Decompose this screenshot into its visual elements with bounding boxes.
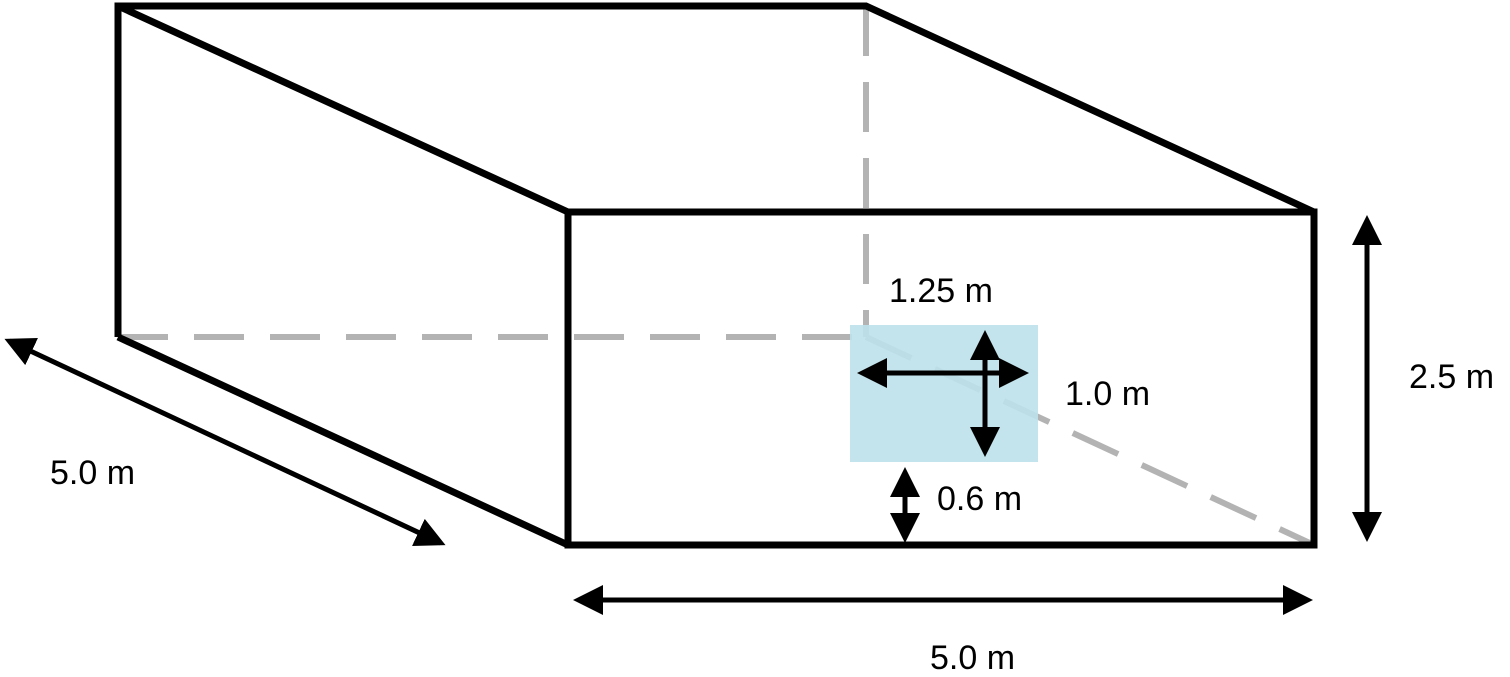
- edge-top-left: [116, 2, 570, 216]
- front-face: [564, 208, 1318, 549]
- visible-edges: [114, 2, 1318, 549]
- edge-back-top: [114, 2, 1316, 337]
- room-width-label: 5.0 m: [930, 639, 1016, 677]
- edge-bottom-left: [116, 333, 570, 549]
- window-width-label: 1.25 m: [889, 272, 993, 310]
- window-height-label: 1.0 m: [1065, 375, 1151, 413]
- window: [850, 325, 1038, 462]
- room-depth-label: 5.0 m: [50, 454, 136, 492]
- room-depth-arrow: [4, 338, 446, 546]
- sill-height-label: 0.6 m: [937, 480, 1023, 518]
- room-height-label: 2.5 m: [1409, 358, 1495, 396]
